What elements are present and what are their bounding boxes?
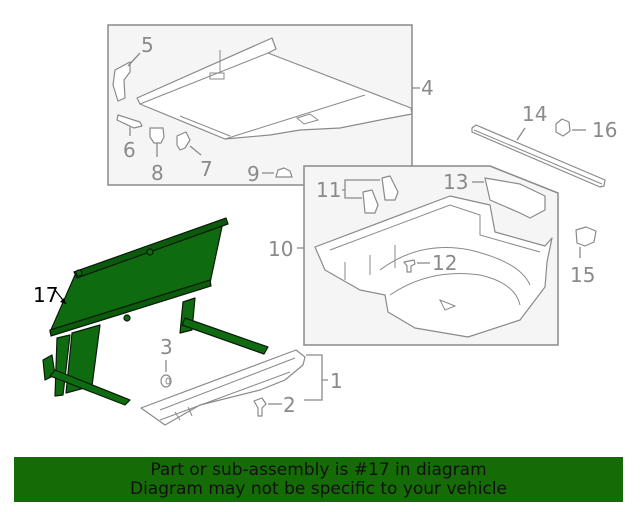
storage-tray (314, 195, 553, 338)
part-6-clip: 6 (116, 114, 143, 162)
part-14-rail: 14 (471, 102, 606, 188)
callout-12[interactable]: 12 (432, 251, 457, 275)
part-16-clip: 16 (555, 118, 617, 142)
part-8-retainer: 8 (149, 127, 165, 185)
part-2-push-pin: 2 (253, 393, 296, 417)
callout-11[interactable]: 11 (316, 178, 341, 202)
callout-17[interactable]: 17 (33, 283, 58, 307)
load-floor-panel (136, 37, 413, 140)
callout-10-leader: 10 (268, 237, 304, 261)
part-12-fastener: 12 (403, 251, 457, 275)
callout-5[interactable]: 5 (141, 33, 154, 57)
part-17-cargo-shade[interactable]: 17 (33, 217, 269, 406)
part-15-clip: 15 (570, 226, 597, 287)
banner-line-2: Diagram may not be specific to your vehi… (129, 479, 507, 499)
callout-3[interactable]: 3 (160, 335, 173, 359)
part-3-grommet: 3 (160, 335, 173, 388)
callout-10[interactable]: 10 (268, 237, 293, 261)
part-11-straps: 11 (316, 175, 399, 214)
part-1-sill-plate: 1 (140, 349, 343, 426)
callout-13[interactable]: 13 (443, 170, 468, 194)
part-13-bracket: 13 (443, 170, 546, 219)
callout-16[interactable]: 16 (592, 118, 617, 142)
callout-15[interactable]: 15 (570, 263, 595, 287)
callout-6[interactable]: 6 (123, 138, 136, 162)
callout-4[interactable]: 4 (421, 76, 434, 100)
part-notice-banner: Part or sub-assembly is #17 in diagram D… (14, 457, 623, 502)
banner-line-1: Part or sub-assembly is #17 in diagram (150, 460, 487, 480)
part-7-bracket: 7 (176, 131, 213, 181)
callout-2[interactable]: 2 (283, 393, 296, 417)
callout-8[interactable]: 8 (151, 161, 164, 185)
callout-14[interactable]: 14 (522, 102, 547, 126)
callout-9[interactable]: 9 (247, 162, 260, 186)
part-5-trim: 5 (112, 33, 154, 102)
callout-4-leader: 4 (412, 76, 434, 100)
callout-1[interactable]: 1 (330, 369, 343, 393)
part-9-nut: 9 (247, 162, 293, 186)
callout-7[interactable]: 7 (200, 157, 213, 181)
